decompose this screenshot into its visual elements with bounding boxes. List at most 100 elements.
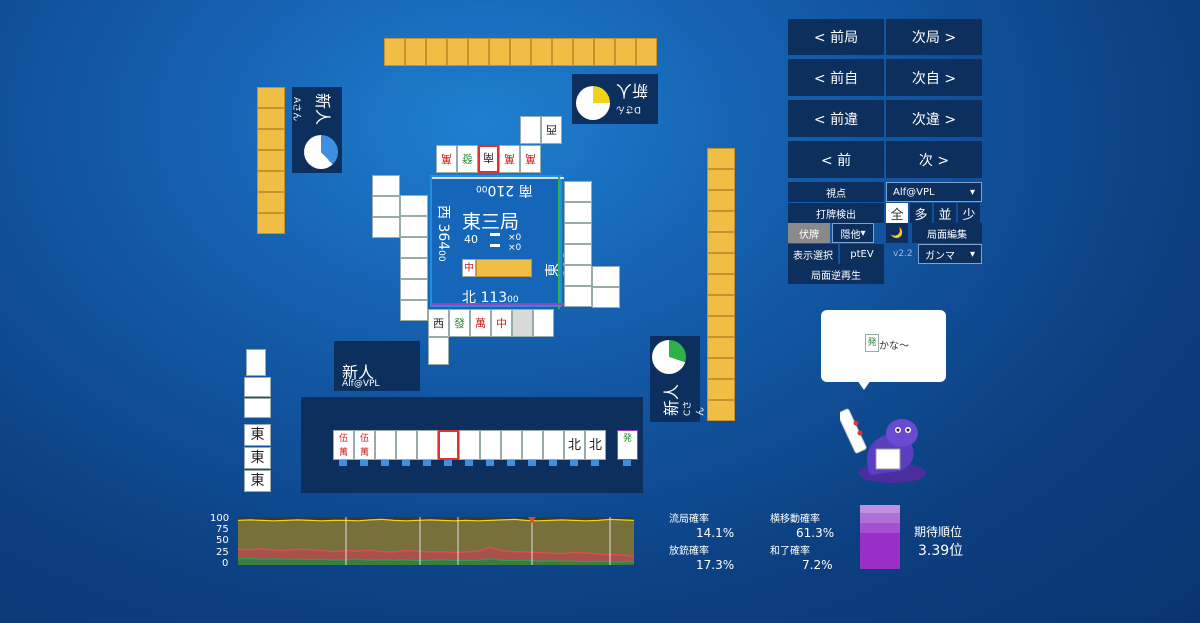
mode-all-button[interactable]: 全 bbox=[886, 203, 908, 223]
right-player-panel: 新人 Cさん bbox=[650, 336, 706, 422]
hide-other-select[interactable]: 隠他▾ bbox=[832, 223, 874, 243]
next-step-button[interactable]: 次 > bbox=[886, 141, 982, 178]
north-score: 北 11300 bbox=[462, 290, 519, 306]
hand-tile-eval-bar bbox=[528, 460, 536, 466]
discard-tile bbox=[564, 286, 592, 307]
center-board: 東三局 40 ×0 ×0 南 21000 北 11300 西 36400 東 3… bbox=[430, 175, 578, 309]
tile-mini-icon: 発 bbox=[865, 334, 879, 352]
prev-round-button[interactable]: < 前局 bbox=[788, 19, 884, 55]
discard-detect-button[interactable]: 打牌検出 bbox=[788, 203, 884, 223]
night-mode-button[interactable]: 🌙 bbox=[886, 223, 908, 243]
hand-tile[interactable] bbox=[543, 430, 564, 460]
discard-tile bbox=[533, 309, 554, 337]
hand-tile-eval-bar bbox=[360, 460, 368, 466]
discard-tile bbox=[564, 265, 592, 286]
hide-tiles-button[interactable]: 伏牌 bbox=[788, 223, 830, 243]
top-player-pie bbox=[576, 86, 610, 120]
left-player-name: 新人 bbox=[313, 93, 332, 126]
right-player-pie bbox=[652, 340, 686, 374]
hand-tile[interactable] bbox=[459, 430, 480, 460]
chevron-down-icon: ▾ bbox=[969, 186, 975, 198]
prev-diff-button[interactable]: < 前違 bbox=[788, 100, 884, 137]
tile-back bbox=[707, 211, 735, 232]
tile-back bbox=[552, 38, 573, 66]
ryukyoku-value: 14.1% bbox=[696, 526, 735, 540]
yokoido-label: 横移動確率 bbox=[770, 514, 820, 525]
discard-tile: 西 bbox=[541, 116, 562, 144]
discard-tile bbox=[520, 116, 541, 144]
stick-count-1: ×0 bbox=[508, 233, 522, 243]
tile-back bbox=[257, 87, 285, 108]
tile-back bbox=[426, 38, 447, 66]
next-round-button[interactable]: 次局 > bbox=[886, 19, 982, 55]
tile-back bbox=[468, 38, 489, 66]
viewpoint-select[interactable]: Alf@VPL▾ bbox=[886, 182, 982, 202]
hand-tile[interactable]: 伍萬 bbox=[354, 430, 375, 460]
hand-tile-eval-bar bbox=[507, 460, 515, 466]
discard-tile: 萬 bbox=[436, 145, 457, 173]
chart-ytick-50: 50 bbox=[216, 535, 229, 546]
chart-ytick-25: 25 bbox=[216, 547, 229, 558]
tile-back bbox=[257, 213, 285, 234]
hand-tile[interactable] bbox=[501, 430, 522, 460]
discard-tile bbox=[372, 196, 400, 217]
mascot-illustration bbox=[840, 408, 926, 483]
tile-back bbox=[257, 108, 285, 129]
board-edit-button[interactable]: 局面編集 bbox=[912, 223, 982, 243]
hand-tile[interactable] bbox=[480, 430, 501, 460]
probability-history-chart[interactable] bbox=[238, 517, 634, 565]
chart-area-series-2 bbox=[238, 558, 634, 565]
hand-tile[interactable]: 伍萬 bbox=[333, 430, 354, 460]
tile-back bbox=[707, 295, 735, 316]
discard-tile bbox=[564, 181, 592, 202]
mode-many-button[interactable]: 多 bbox=[910, 203, 932, 223]
next-self-button[interactable]: 次自 > bbox=[886, 59, 982, 96]
next-diff-button[interactable]: 次違 > bbox=[886, 100, 982, 137]
discard-tile bbox=[400, 195, 428, 216]
self-player-id: Alf@VPL bbox=[342, 379, 380, 389]
chevron-down-icon: ▾ bbox=[969, 248, 975, 260]
chevron-down-icon: ▾ bbox=[860, 227, 866, 239]
prev-self-button[interactable]: < 前自 bbox=[788, 59, 884, 96]
mode-few-button[interactable]: 少 bbox=[958, 203, 980, 223]
ryukyoku-label: 流局確率 bbox=[669, 514, 709, 525]
discard-tile bbox=[592, 287, 620, 308]
discard-tile: 萬 bbox=[499, 145, 520, 173]
stick-icon bbox=[490, 233, 500, 247]
tile-back bbox=[707, 316, 735, 337]
tile-back bbox=[594, 38, 615, 66]
tile-back bbox=[531, 38, 552, 66]
hand-tile-eval-bar bbox=[381, 460, 389, 466]
hand-tile[interactable] bbox=[522, 430, 543, 460]
meld-tile: 東 bbox=[244, 447, 271, 469]
right-player-name: 新人 bbox=[662, 383, 681, 416]
speech-text: かな〜 bbox=[879, 341, 909, 352]
display-select-button[interactable]: 表示選択 bbox=[788, 244, 838, 264]
hand-tile[interactable] bbox=[438, 430, 459, 460]
discard-tile: 南 bbox=[478, 145, 499, 173]
chart-ytick-0: 0 bbox=[222, 558, 229, 569]
dora-indicator: 中 bbox=[462, 259, 476, 277]
model-select[interactable]: ガンマ▾ bbox=[918, 244, 982, 264]
meld-tile bbox=[244, 377, 271, 397]
hand-tile[interactable]: 北 bbox=[564, 430, 585, 460]
hand-tile[interactable] bbox=[417, 430, 438, 460]
prev-step-button[interactable]: < 前 bbox=[788, 141, 884, 178]
hand-tile[interactable] bbox=[396, 430, 417, 460]
rank-bar bbox=[860, 505, 900, 569]
round-label: 東三局 bbox=[462, 211, 520, 233]
tile-back bbox=[257, 129, 285, 150]
hand-tile[interactable]: 発 bbox=[617, 430, 638, 460]
meld-tile: 東 bbox=[244, 424, 271, 446]
mode-avg-button[interactable]: 並 bbox=[934, 203, 956, 223]
hand-tile[interactable] bbox=[375, 430, 396, 460]
discard-tile bbox=[564, 244, 592, 265]
hand-tile[interactable]: 北 bbox=[585, 430, 606, 460]
chart-ytick-100: 100 bbox=[210, 513, 230, 524]
board-replay-button[interactable]: 局面逆再生 bbox=[788, 264, 884, 284]
ptev-button[interactable]: ptEV bbox=[840, 244, 884, 264]
hand-tile-eval-bar bbox=[570, 460, 578, 466]
hand-tile-eval-bar bbox=[486, 460, 494, 466]
hand-tile-eval-bar bbox=[402, 460, 410, 466]
yokoido-value: 61.3% bbox=[796, 526, 835, 540]
